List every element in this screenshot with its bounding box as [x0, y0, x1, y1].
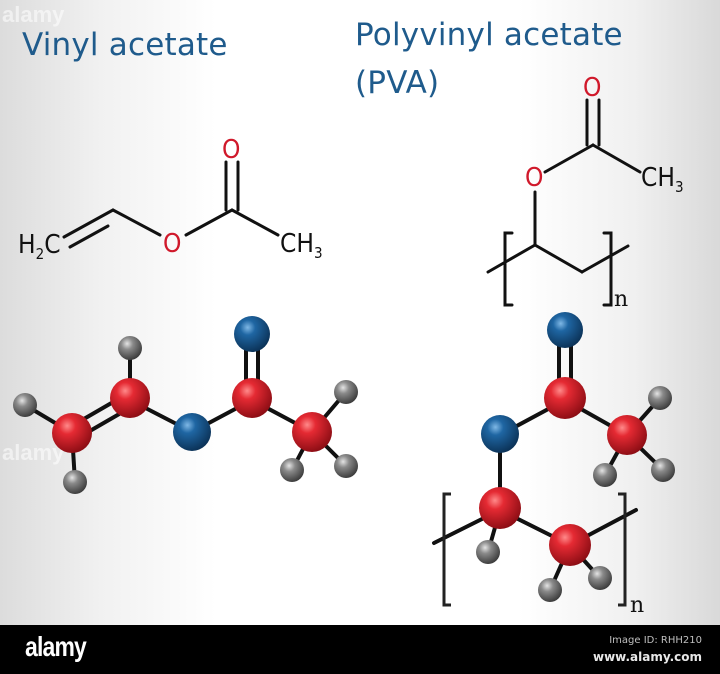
hydrogen-atom [334, 380, 358, 404]
carbon-atom [232, 378, 272, 418]
pva-ch3-label: CH3 [641, 163, 684, 196]
image-id: Image ID: RHH210 [609, 635, 702, 646]
watermark-middle: alamy [2, 440, 65, 465]
watermark-top: alamy [2, 2, 65, 27]
carbon-atom [110, 378, 150, 418]
carbon-atom [479, 487, 521, 529]
hydrogen-atom [538, 578, 562, 602]
oxygen-atom [481, 415, 519, 453]
hydrogen-atom [588, 566, 612, 590]
pva-skeletal [486, 98, 642, 307]
pva-title-line2: (PVA) [355, 65, 440, 101]
vinyl-acetate-ball-and-stick [13, 316, 358, 494]
illustration-canvas: Vinyl acetate Polyvinyl acetate (PVA) al… [0, 0, 720, 625]
carbon-atom [292, 412, 332, 452]
vinyl-acetate-title: Vinyl acetate [22, 27, 228, 63]
pva-ball-and-stick: n [432, 312, 675, 618]
pva-3d-repeat-n: n [630, 593, 644, 618]
carbon-atom [607, 415, 647, 455]
carbon-atom [544, 377, 586, 419]
hydrogen-atom [593, 463, 617, 487]
hydrogen-atom [648, 386, 672, 410]
oxygen-atom [173, 413, 211, 451]
hydrogen-atom [651, 458, 675, 482]
alamy-logo[interactable]: alamy [25, 631, 87, 662]
carbon-atom [52, 413, 92, 453]
site-link[interactable]: www.alamy.com [592, 650, 702, 664]
oxygen-atom [547, 312, 583, 348]
hydrogen-atom [63, 470, 87, 494]
molecule-drawings: H2C O O CH3 O O CH3 n [13, 73, 684, 618]
hydrogen-atom [280, 458, 304, 482]
hydrogen-atom [334, 454, 358, 478]
ch3-label: CH3 [280, 229, 323, 262]
hydrogen-atom [476, 540, 500, 564]
vinyl-acetate-skeletal [62, 160, 280, 249]
oxygen-atom [234, 316, 270, 352]
ether-oxygen-label: O [163, 229, 181, 259]
pva-ether-oxygen-label: O [525, 163, 543, 193]
hydrogen-atom [13, 393, 37, 417]
carbonyl-oxygen-label: O [222, 135, 240, 165]
pva-repeat-n: n [614, 287, 628, 312]
h2c-label: H2C [18, 230, 61, 263]
carbon-atom [549, 524, 591, 566]
hydrogen-atom [118, 336, 142, 360]
pva-title-line1: Polyvinyl acetate [355, 17, 623, 53]
footer-bar: alamy Image ID: RHH210 www.alamy.com [0, 625, 720, 674]
pva-carbonyl-oxygen-label: O [583, 73, 601, 103]
